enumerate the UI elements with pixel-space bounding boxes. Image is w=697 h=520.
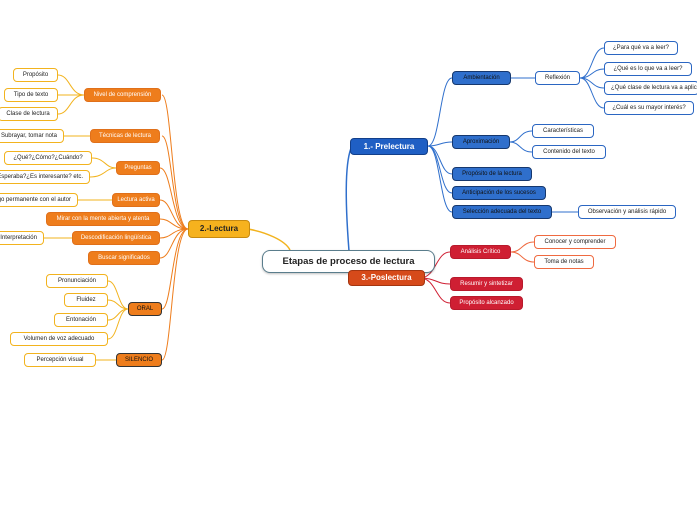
- node-oral-item[interactable]: Pronunciación: [46, 274, 108, 288]
- node-contenido-texto[interactable]: Contenido del texto: [532, 145, 606, 159]
- node-reflexion-item[interactable]: ¿Cuál es su mayor interés?: [604, 101, 694, 115]
- branch-lectura[interactable]: 2.-Lectura: [188, 220, 250, 238]
- node-oral-item[interactable]: Volumen de voz adecuado: [10, 332, 108, 346]
- node-oral[interactable]: ORAL: [128, 302, 162, 316]
- node-aproximacion[interactable]: Aproximación: [452, 135, 510, 149]
- node-nivel-item[interactable]: Tipo de texto: [4, 88, 58, 102]
- node-mirar-mente[interactable]: Mirar con la mente abierta y atenta: [46, 212, 160, 226]
- node-resumir-sintetizar[interactable]: Resumir y sintetizar: [450, 277, 523, 291]
- node-dialogo-autor[interactable]: Diálogo permanente con el autor: [0, 193, 78, 207]
- node-pregunta-item[interactable]: ¿Qué?¿Cómo?¿Cuándo?: [4, 151, 92, 165]
- node-nivel-item[interactable]: Propósito: [13, 68, 58, 82]
- node-ambientacion[interactable]: Ambientación: [452, 71, 511, 85]
- branch-poslectura[interactable]: 3.-Poslectura: [348, 270, 425, 286]
- node-analisis-critico[interactable]: Análisis Crítico: [450, 245, 511, 259]
- node-anticipacion[interactable]: Anticipación de los sucesos: [452, 186, 546, 200]
- branch-prelectura[interactable]: 1.- Prelectura: [350, 138, 428, 155]
- node-nivel-item[interactable]: Clase de lectura: [0, 107, 58, 121]
- node-tecnicas-lectura[interactable]: Técnicas de lectura: [90, 129, 160, 143]
- node-preguntas[interactable]: Preguntas: [116, 161, 160, 175]
- node-proposito-alcanzado[interactable]: Propósito alcanzado: [450, 296, 523, 310]
- node-seleccion-texto[interactable]: Selección adecuada del texto: [452, 205, 552, 219]
- node-reflexion-item[interactable]: ¿Para qué va a leer?: [604, 41, 678, 55]
- node-caracteristicas[interactable]: Características: [532, 124, 594, 138]
- node-oral-item[interactable]: Entonación: [54, 313, 108, 327]
- node-nivel-comprension[interactable]: Nivel de comprensión: [84, 88, 161, 102]
- node-oral-item[interactable]: Fluidez: [64, 293, 108, 307]
- node-silencio[interactable]: SILENCIO: [116, 353, 162, 367]
- node-conocer-comprender[interactable]: Conocer y comprender: [534, 235, 616, 249]
- node-lectura-activa[interactable]: Lectura activa: [112, 193, 160, 207]
- node-subrayar[interactable]: Subrayar, tomar nota: [0, 129, 64, 143]
- node-reflexion[interactable]: Reflexión: [535, 71, 580, 85]
- node-percepcion-visual[interactable]: Percepción visual: [24, 353, 96, 367]
- node-interpretacion[interactable]: Interpretación: [0, 231, 44, 245]
- node-buscar-significados[interactable]: Buscar significados: [88, 251, 160, 265]
- node-pregunta-item[interactable]: ¿Esperaba?¿Es interesante? etc.: [0, 170, 90, 184]
- node-reflexion-item[interactable]: ¿Qué clase de lectura va a aplicar?: [604, 81, 697, 95]
- node-toma-notas[interactable]: Toma de notas: [534, 255, 594, 269]
- node-decodificacion[interactable]: Descodificación lingüística: [72, 231, 160, 245]
- node-reflexion-item[interactable]: ¿Qué es lo que va a leer?: [604, 62, 692, 76]
- node-proposito-lectura[interactable]: Propósito de la lectura: [452, 167, 532, 181]
- node-observacion[interactable]: Observación y análisis rápido: [578, 205, 676, 219]
